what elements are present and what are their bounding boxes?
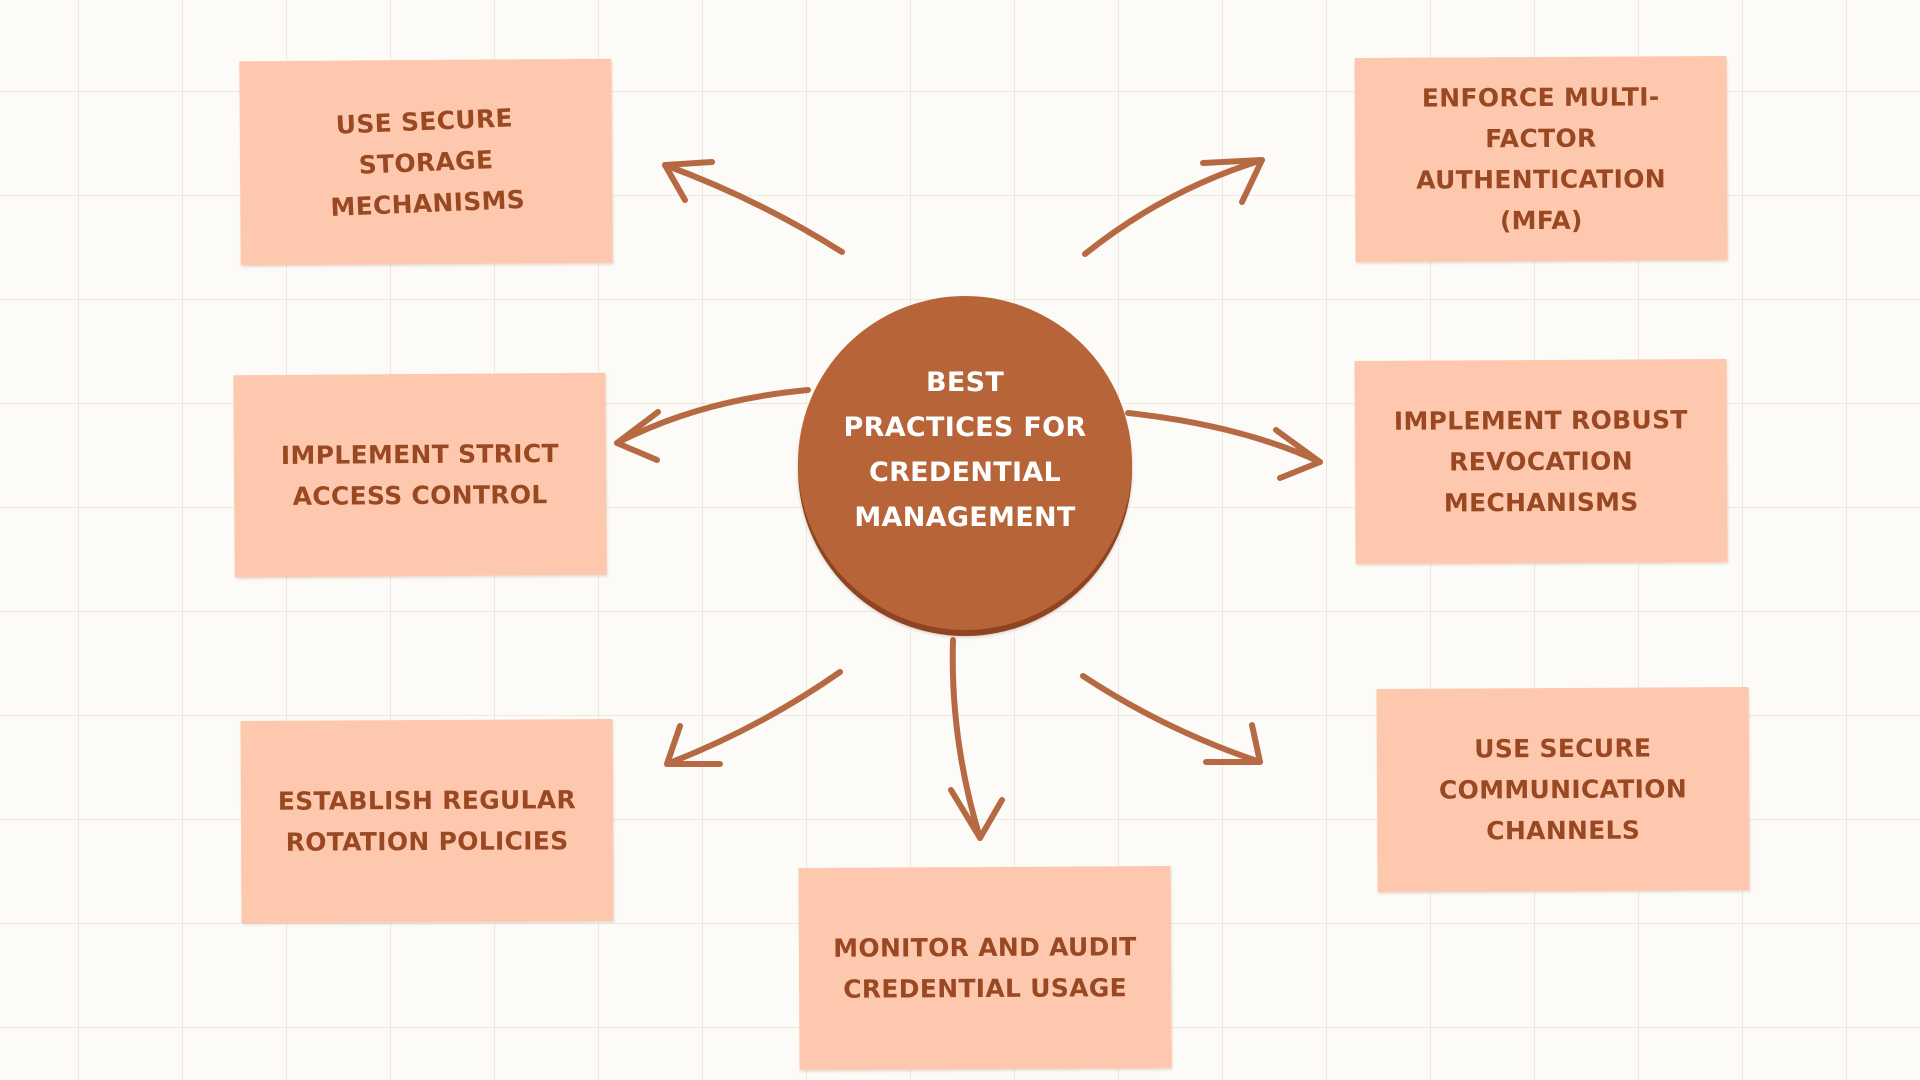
practice-label: USE SECURE STORAGE MECHANISMS <box>329 102 526 222</box>
arrow-to-secure-storage <box>662 159 845 255</box>
practice-label: IMPLEMENT STRICT ACCESS CONTROL <box>280 439 559 511</box>
practice-label: USE SECURE COMMUNICATION CHANNELS <box>1438 733 1688 846</box>
practice-revocation: IMPLEMENT ROBUST REVOCATION MECHANISMS <box>1354 359 1728 564</box>
arrow-to-rotation <box>664 669 843 767</box>
arrow-to-secure-communication <box>1080 673 1263 765</box>
practice-access-control: IMPLEMENT STRICT ACCESS CONTROL <box>233 372 607 578</box>
practice-rotation: ESTABLISH REGULAR ROTATION POLICIES <box>240 719 614 923</box>
practice-label: MONITOR AND AUDIT CREDENTIAL USAGE <box>833 932 1137 1004</box>
arrow-to-access-control <box>614 387 811 463</box>
practice-secure-storage: USE SECURE STORAGE MECHANISMS <box>239 58 613 266</box>
practice-secure-communication: USE SECURE COMMUNICATION CHANNELS <box>1376 687 1750 892</box>
practice-label: ENFORCE MULTI-FACTOR AUTHENTICATION (MFA… <box>1416 82 1667 236</box>
practice-label: ESTABLISH REGULAR ROTATION POLICIES <box>277 785 577 857</box>
practice-monitor-audit: MONITOR AND AUDIT CREDENTIAL USAGE <box>798 866 1172 1070</box>
arrow-to-revocation <box>1125 410 1323 481</box>
central-topic-circle: BEST PRACTICES FOR CREDENTIAL MANAGEMENT <box>798 296 1132 630</box>
practice-mfa: ENFORCE MULTI-FACTOR AUTHENTICATION (MFA… <box>1354 56 1728 262</box>
central-topic-title: BEST PRACTICES FOR CREDENTIAL MANAGEMENT <box>843 367 1087 533</box>
arrow-to-monitor-audit <box>948 637 1005 841</box>
arrow-to-mfa <box>1082 157 1265 257</box>
practice-label: IMPLEMENT ROBUST REVOCATION MECHANISMS <box>1393 405 1688 518</box>
